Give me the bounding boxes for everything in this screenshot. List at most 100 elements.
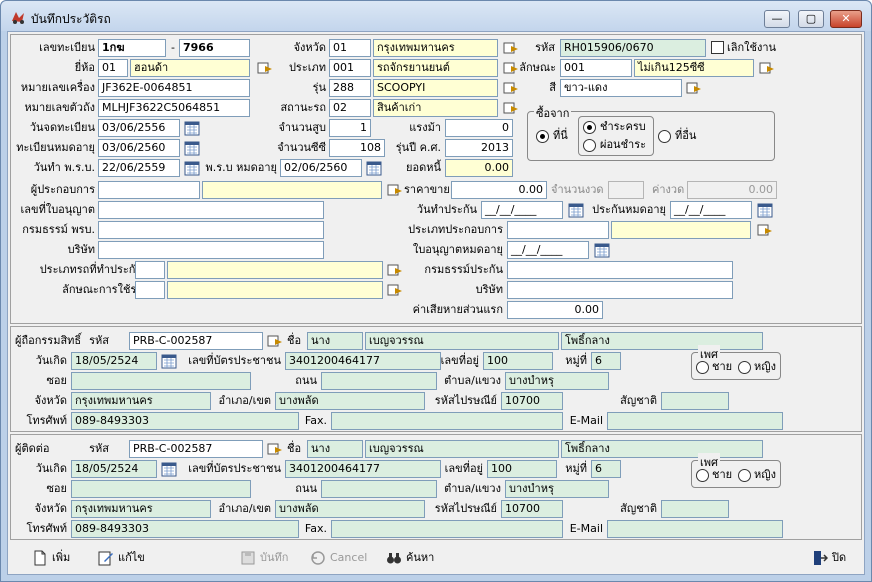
cylinders-label: จำนวนสูบ: [278, 121, 326, 134]
owner-dob-field: 18/05/2524: [71, 352, 157, 370]
operator-name-field: [202, 181, 382, 199]
lookup-icon[interactable]: [503, 61, 519, 75]
model-code-input[interactable]: 288: [329, 79, 371, 97]
model-year-input[interactable]: 2013: [445, 139, 513, 157]
contact-fax-label: Fax.: [304, 522, 327, 535]
lookup-icon[interactable]: [503, 41, 519, 55]
regexp-input[interactable]: 03/06/2560: [98, 139, 180, 157]
ins-expire-input[interactable]: __/__/____: [670, 201, 752, 219]
ins-date-input[interactable]: __/__/____: [481, 201, 563, 219]
status-code-input[interactable]: 02: [329, 99, 371, 117]
owner-id-label: เลขที่บัตรประชาชน: [188, 354, 281, 367]
province-name-field: กรุงเทพมหานคร: [373, 39, 498, 57]
owner-nation-label: สัญชาติ: [620, 394, 657, 407]
plate-number-input[interactable]: 7966: [179, 39, 250, 57]
calendar-icon[interactable]: [161, 353, 177, 369]
lookup-icon[interactable]: [757, 223, 773, 237]
pay-full-label: ชำระครบ: [600, 120, 646, 133]
insured-type-code-input[interactable]: [135, 261, 165, 279]
usage-code-input[interactable]: [135, 281, 165, 299]
engine-number-input[interactable]: JF362E-0064851: [98, 79, 250, 97]
horsepower-input[interactable]: 0: [445, 119, 513, 137]
plate-prefix-input[interactable]: 1กฆ: [98, 39, 166, 57]
add-button[interactable]: เพิ่ม: [32, 548, 70, 568]
type-code-input[interactable]: 001: [329, 59, 371, 77]
calendar-icon[interactable]: [757, 202, 773, 218]
owner-female-radio[interactable]: [738, 361, 751, 374]
inactive-checkbox[interactable]: [711, 41, 724, 54]
calendar-icon[interactable]: [184, 140, 200, 156]
calendar-icon[interactable]: [594, 242, 610, 258]
lookup-icon[interactable]: [267, 334, 283, 348]
save-button[interactable]: บันทึก: [240, 548, 288, 568]
chassis-number-input[interactable]: MLHJF3622C5064851: [98, 99, 250, 117]
lookup-icon[interactable]: [267, 442, 283, 456]
lookup-icon[interactable]: [387, 283, 403, 297]
edit-button[interactable]: แก้ไข: [98, 548, 145, 568]
close-window-button[interactable]: ✕: [830, 10, 862, 28]
lookup-icon[interactable]: [759, 61, 775, 75]
calendar-icon[interactable]: [184, 120, 200, 136]
cancel-button[interactable]: Cancel: [310, 548, 367, 568]
owner-name-label: ชื่อ: [287, 334, 302, 347]
maximize-button[interactable]: ▢: [798, 10, 824, 28]
owner-province-field: กรุงเทพมหานคร: [71, 392, 211, 410]
owner-moo-field: 6: [591, 352, 621, 370]
operator-code-input[interactable]: [98, 181, 200, 199]
lookup-icon[interactable]: [387, 183, 403, 197]
contact-female-radio[interactable]: [738, 469, 751, 482]
lookup-icon[interactable]: [503, 101, 519, 115]
lookup-icon[interactable]: [257, 61, 273, 75]
owner-male-radio[interactable]: [696, 361, 709, 374]
from-other-radio[interactable]: [658, 130, 671, 143]
calendar-icon[interactable]: [366, 160, 382, 176]
brand-label: ยี่ห้อ: [74, 61, 95, 74]
per-installment-input[interactable]: 0.00: [687, 181, 777, 199]
from-here-radio[interactable]: [536, 130, 549, 143]
regdate-label: วันจดทะเบียน: [29, 121, 95, 134]
pay-full-radio[interactable]: [583, 121, 596, 134]
prb-policy-input[interactable]: [98, 221, 324, 239]
contact-male-radio[interactable]: [696, 469, 709, 482]
nature-code-input[interactable]: 001: [560, 59, 632, 77]
exit-door-icon: [814, 551, 828, 565]
exit-button[interactable]: ปิด: [812, 548, 846, 568]
prb-date-input[interactable]: 22/06/2559: [98, 159, 180, 177]
province-code-input[interactable]: 01: [329, 39, 371, 57]
lookup-icon[interactable]: [503, 81, 519, 95]
prb-expire-input[interactable]: 02/06/2560: [280, 159, 362, 177]
owner-section-label: ผู้ถือกรรมสิทธิ์: [15, 334, 82, 347]
calendar-icon[interactable]: [568, 202, 584, 218]
app-icon: [12, 12, 24, 24]
installments-input[interactable]: [608, 181, 644, 199]
calendar-icon[interactable]: [161, 461, 177, 477]
usage-name-field: [167, 281, 383, 299]
license-expire-input[interactable]: __/__/____: [507, 241, 589, 259]
calendar-icon[interactable]: [184, 160, 200, 176]
cc-input[interactable]: 108: [329, 139, 385, 157]
policy-input[interactable]: [507, 261, 733, 279]
license-input[interactable]: [98, 201, 324, 219]
binoculars-icon: [387, 553, 401, 564]
pay-installment-radio[interactable]: [583, 139, 596, 152]
owner-code-input[interactable]: PRB-C-002587: [129, 332, 263, 350]
business-type-code-input[interactable]: [507, 221, 609, 239]
regdate-input[interactable]: 03/06/2556: [98, 119, 180, 137]
contact-house-field: 100: [487, 460, 557, 478]
search-button[interactable]: ค้นหา: [386, 548, 434, 568]
ins-expire-label: ประกันหมดอายุ: [592, 203, 666, 216]
company2-input[interactable]: [507, 281, 733, 299]
contact-code-input[interactable]: PRB-C-002587: [129, 440, 263, 458]
company-input[interactable]: [98, 241, 324, 259]
lookup-icon[interactable]: [387, 263, 403, 277]
plate-label: เลขทะเบียน: [39, 41, 95, 54]
owner-subdistrict-field: บางบำหรุ: [505, 372, 609, 390]
price-input[interactable]: 0.00: [451, 181, 547, 199]
cylinders-input[interactable]: 1: [329, 119, 371, 137]
lookup-icon[interactable]: [686, 81, 702, 95]
brand-code-input[interactable]: 01: [98, 59, 128, 77]
color-input[interactable]: ขาว-แดง: [560, 79, 682, 97]
minimize-button[interactable]: —: [764, 10, 790, 28]
owner-road-label: ถนน: [295, 374, 317, 387]
deductible-input[interactable]: 0.00: [507, 301, 603, 319]
